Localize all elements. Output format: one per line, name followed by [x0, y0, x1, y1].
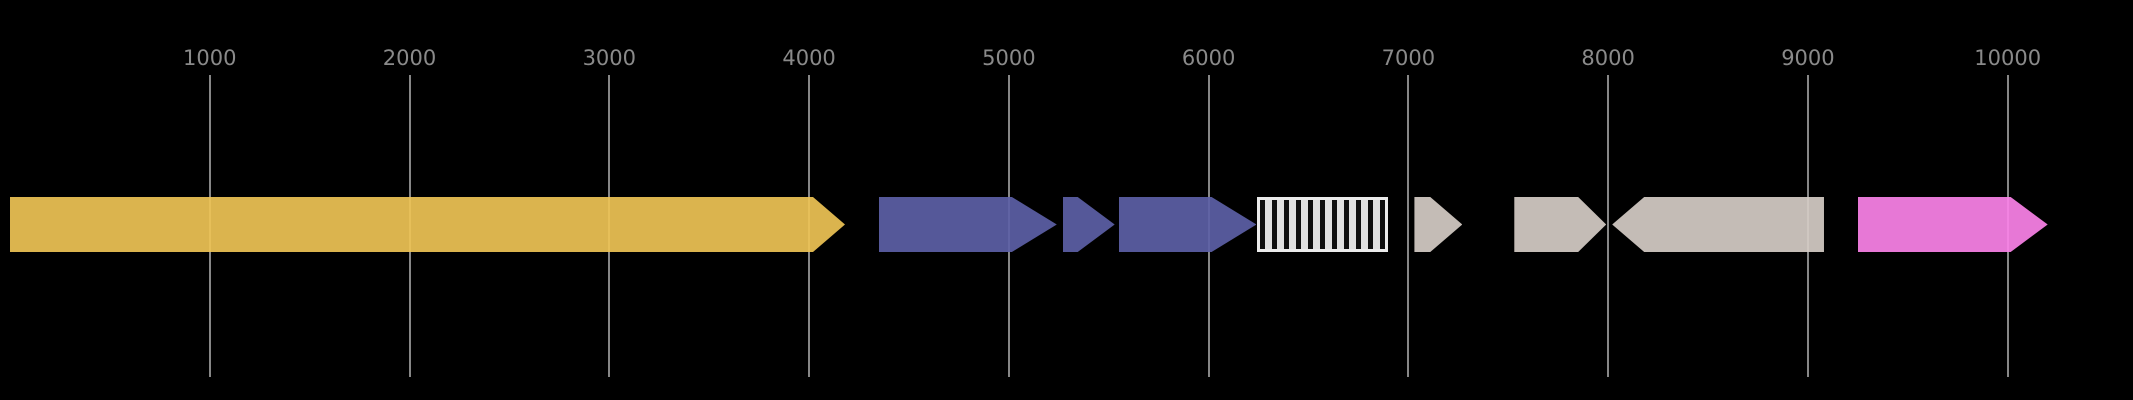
feature-arrow-purple-1: [879, 197, 1057, 252]
axis-tick-label: 9000: [1781, 46, 1835, 70]
axis-tick-label: 4000: [782, 46, 836, 70]
axis-tick-label: 10000: [1974, 46, 2042, 70]
feature-arrow-tan-small: [1414, 197, 1462, 252]
axis-tick-label: 8000: [1581, 46, 1635, 70]
feature-arrow-pink: [1858, 197, 2048, 252]
feature-hatched-box: [1256, 197, 1389, 252]
axis-tick-line: [1407, 75, 1410, 377]
axis-tick-label: 2000: [382, 46, 437, 70]
feature-arrow-purple-2: [1063, 197, 1115, 252]
feature-arrow-tan-right: [1514, 197, 1606, 252]
feature-arrow-yellow: [10, 197, 845, 252]
feature-arrow-purple-3: [1119, 197, 1257, 252]
axis-tick-label: 1000: [183, 46, 237, 70]
axis-tick-line: [1607, 75, 1610, 377]
axis-tick-label: 5000: [982, 46, 1036, 70]
feature-arrow-tan-left: [1612, 197, 1824, 252]
axis-tick-label: 6000: [1181, 46, 1236, 70]
axis-tick-label: 7000: [1381, 46, 1436, 70]
axis-tick-label: 3000: [582, 46, 637, 70]
